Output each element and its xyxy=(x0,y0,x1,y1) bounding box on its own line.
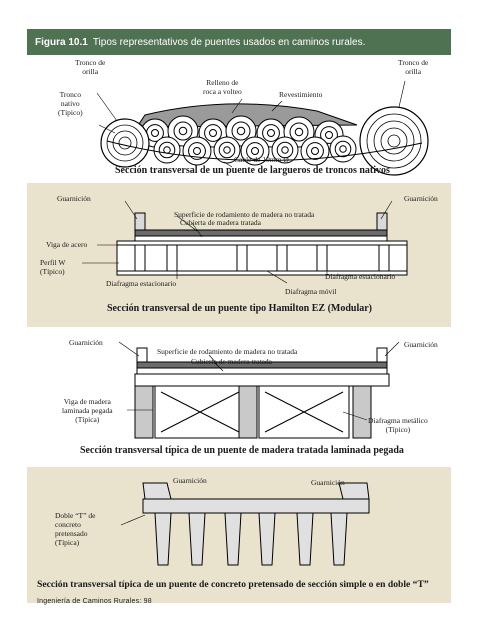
log xyxy=(153,136,181,164)
log-bridge-drawing xyxy=(96,80,429,176)
diaphragm xyxy=(166,244,178,272)
panel-double-t: Guarnición Guarnición Doble “T” de concr… xyxy=(27,467,451,603)
log xyxy=(271,136,299,164)
label-diafragma-est-right: Diafragma estacionario xyxy=(325,272,396,281)
glulam-drawing xyxy=(118,341,400,439)
footer-text: Ingeniería de Caminos Rurales: xyxy=(37,598,142,605)
stem xyxy=(330,512,348,566)
deck-slab xyxy=(142,498,370,514)
label-viga-glulam: Viga de madera laminada pegada (Típica) xyxy=(62,397,113,424)
stem xyxy=(258,512,276,566)
stem xyxy=(154,512,172,566)
diaphragm xyxy=(236,244,248,272)
glulam-bay xyxy=(134,385,246,439)
label-cable: Cable de 19mm Ø xyxy=(234,155,289,164)
label-guarnicion-right: Guarnición xyxy=(404,340,438,349)
label-guarnicion-left: Guarnición xyxy=(69,338,103,347)
label-tronco-orilla-left: Tronco de orilla xyxy=(75,58,106,76)
label-tronco-orilla-right: Tronco de orilla xyxy=(398,58,429,76)
label-diafragma-est-left: Diafragma estacionario xyxy=(106,279,177,288)
label-superficie: Superficie de rodamiento de madera no tr… xyxy=(174,210,315,219)
label-tronco-nativo: Tronco nativo (Típico) xyxy=(58,90,83,117)
figure-title: Tipos representativos de puentes usados … xyxy=(92,36,366,48)
label-guarnicion-right: Guarnición xyxy=(404,194,438,203)
curb-left xyxy=(142,482,172,500)
diaphragm xyxy=(316,244,328,272)
hamilton-drawing xyxy=(82,200,408,284)
log xyxy=(300,136,330,166)
figure-header: Figura 10.1 Tipos representativos de pue… xyxy=(27,29,451,55)
label-diafragma-metalico: Diafragma metálico (Típico) xyxy=(368,416,428,434)
panel-log-bridge: Tronco de orilla Tronco nativo (Típico) … xyxy=(27,55,451,181)
label-cubierta: Cubierta de madera tratada xyxy=(191,357,272,366)
diaphragm xyxy=(134,244,146,272)
label-perfil: Perfil W (Típico) xyxy=(40,258,66,276)
caption-hamilton: Sección transversal de un puente tipo Ha… xyxy=(107,303,373,314)
glulam-beam xyxy=(352,385,372,439)
label-superficie: Superficie de rodamiento de madera no tr… xyxy=(157,347,298,356)
stem xyxy=(224,512,242,566)
panel-glulam: Guarnición Guarnición Superficie de roda… xyxy=(27,330,451,464)
figure-label: Figura 10.1 xyxy=(35,36,88,48)
diaphragm xyxy=(276,244,288,272)
page-footer: Ingeniería de Caminos Rurales: 98 xyxy=(37,598,152,605)
caption-double-t: Sección transversal típica de un puente … xyxy=(37,579,429,590)
log xyxy=(182,136,212,166)
label-revestimiento: Revestimiento xyxy=(279,90,323,99)
page-number: 98 xyxy=(143,598,152,605)
panel-hamilton: Guarnición Guarnición Superficie de roda… xyxy=(27,183,451,327)
double-t-drawing xyxy=(120,482,370,566)
caption-log-bridge: Sección transversal de un puente de larg… xyxy=(115,165,390,176)
label-viga-acero: Viga de acero xyxy=(46,240,88,249)
stem xyxy=(296,512,314,566)
label-guarnicion-left: Guarnición xyxy=(173,476,207,485)
label-guarnicion-right: Guarnición xyxy=(311,478,345,487)
label-doble-t: Doble “T” de concreto pretensado (Típica… xyxy=(55,511,96,547)
label-diafragma-movil: Diafragma móvil xyxy=(285,287,337,296)
glulam-bay xyxy=(238,385,350,439)
log xyxy=(213,136,241,164)
stem xyxy=(188,512,206,566)
caption-glulam: Sección transversal típica de un puente … xyxy=(80,445,404,456)
log xyxy=(240,136,270,166)
label-relleno: Relleno de roca a volteo xyxy=(203,78,242,96)
log xyxy=(329,135,357,163)
diaphragm xyxy=(378,244,390,272)
label-guarnicion-left: Guarnición xyxy=(57,194,91,203)
label-cubierta: Cubierta de madera tratada xyxy=(180,218,261,227)
